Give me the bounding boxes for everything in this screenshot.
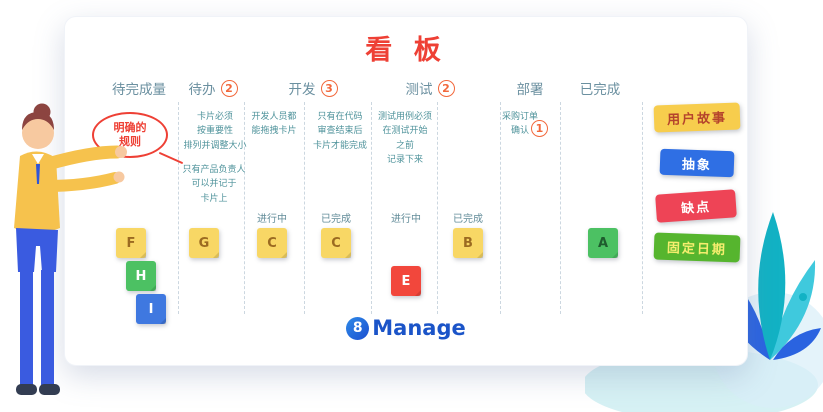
- card-label: B: [463, 235, 473, 251]
- column-title: 测试: [405, 82, 433, 98]
- card-label: F: [126, 235, 136, 251]
- kanban-card-b[interactable]: B: [453, 228, 483, 258]
- kanban-card-c1[interactable]: C: [257, 228, 287, 258]
- column-divider: [500, 102, 501, 314]
- column-header-dev: 开发 3: [278, 78, 348, 98]
- person-illustration: [14, 103, 127, 395]
- column-title: 部署: [516, 82, 544, 98]
- column-divider: [304, 102, 305, 314]
- wip-limit-badge: 3: [320, 79, 338, 97]
- legend-tag-fixed-date[interactable]: 固定日期: [653, 232, 741, 263]
- card-label: E: [401, 273, 411, 289]
- wip-limit-badge-deploy: 1: [531, 120, 548, 137]
- brand-name: Manage: [372, 316, 466, 340]
- lane-status-test-inprogress: 进行中: [391, 214, 421, 225]
- card-label: C: [331, 235, 341, 251]
- rule-note-deploy: 采购订单 确认: [501, 112, 538, 137]
- wip-limit-badge: 2: [437, 79, 455, 97]
- column-header-done: 已完成: [568, 78, 632, 98]
- card-label: C: [267, 235, 277, 251]
- brand-8-icon: 8: [346, 316, 370, 340]
- column-header-test: 测试 2: [395, 78, 465, 98]
- lane-status-dev-inprogress: 进行中: [257, 214, 287, 225]
- kanban-card-g[interactable]: G: [189, 228, 219, 258]
- card-label: A: [597, 235, 609, 251]
- kanban-board: [64, 16, 748, 366]
- lane-status-test-done: 已完成: [453, 214, 483, 225]
- card-label: H: [135, 268, 147, 284]
- kanban-card-f[interactable]: F: [116, 228, 146, 258]
- board-title: 看 板: [365, 35, 447, 66]
- rule-note-todo-2: 只有产品负责人 可以并记于 卡片上: [182, 165, 246, 204]
- kanban-card-h[interactable]: H: [126, 261, 156, 291]
- column-divider: [560, 102, 561, 314]
- kanban-card-e[interactable]: E: [391, 266, 421, 296]
- card-label: G: [198, 235, 210, 251]
- column-divider: [244, 102, 245, 314]
- column-divider: [178, 102, 179, 314]
- column-title: 已完成: [579, 82, 621, 98]
- rule-note-todo-1: 卡片必须 按重要性 排列并调整大小: [183, 112, 247, 151]
- rule-note-dev-1: 开发人员都 能拖拽卡片: [251, 112, 297, 137]
- kanban-card-a[interactable]: A: [588, 228, 618, 258]
- column-title: 待完成量: [112, 82, 166, 98]
- column-divider: [437, 102, 438, 314]
- rule-note-test: 测试用例必须 在测试开始 之前 记录下来: [377, 112, 432, 166]
- column-title: 待办: [188, 82, 216, 98]
- kanban-card-c2[interactable]: C: [321, 228, 351, 258]
- lane-status-dev-done: 已完成: [321, 214, 351, 225]
- rules-annotation: 明确的 规则: [92, 112, 168, 158]
- column-divider: [642, 102, 643, 314]
- column-divider: [371, 102, 372, 314]
- brand-logo: 8 Manage: [64, 316, 748, 340]
- legend-tag-user-story[interactable]: 用户故事: [653, 102, 741, 133]
- card-label: I: [148, 301, 154, 317]
- rule-note-dev-2: 只有在代码 审查结束后 卡片才能完成: [312, 112, 367, 151]
- column-header-todo: 待办 2: [180, 78, 246, 98]
- column-header-deploy: 部署: [505, 78, 555, 98]
- column-title: 开发: [288, 82, 316, 98]
- kanban-card-i[interactable]: I: [136, 294, 166, 324]
- column-header-backlog: 待完成量: [98, 78, 180, 98]
- legend-tag-abstract[interactable]: 抽象: [659, 148, 735, 178]
- legend-tag-defect[interactable]: 缺点: [655, 189, 737, 223]
- wip-limit-badge: 2: [220, 79, 238, 97]
